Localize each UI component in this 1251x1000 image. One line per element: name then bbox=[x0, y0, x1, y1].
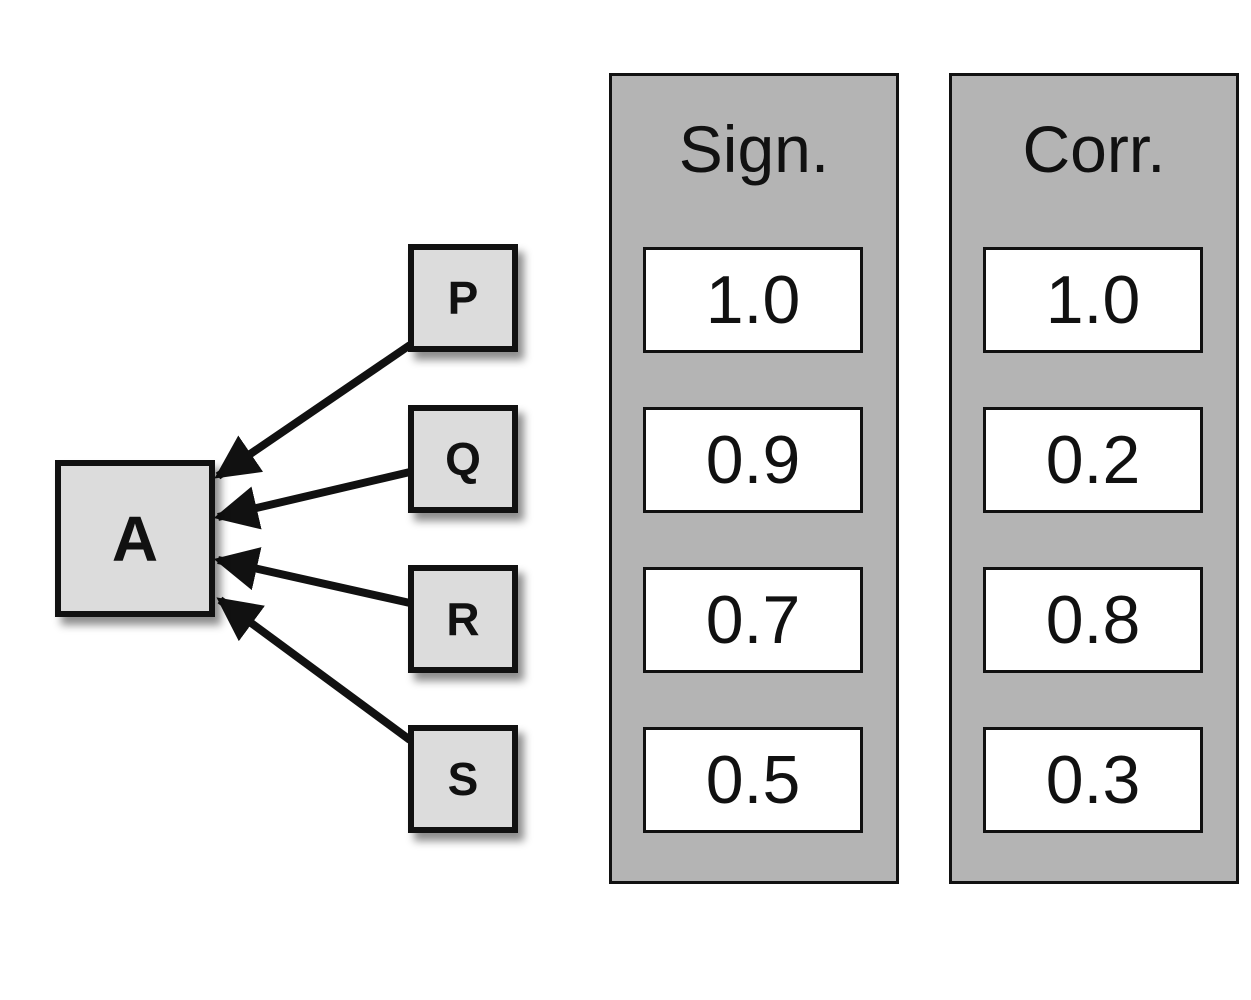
corr-value-r: 0.8 bbox=[983, 567, 1203, 673]
node-r: R bbox=[408, 565, 518, 673]
sign-panel: Sign. 1.0 0.9 0.7 0.5 bbox=[609, 73, 899, 884]
edge-q-to-a bbox=[213, 468, 411, 530]
sign-value-r: 0.7 bbox=[643, 567, 863, 673]
sign-value-p: 1.0 bbox=[643, 247, 863, 353]
sign-value-s: 0.5 bbox=[643, 727, 863, 833]
corr-value-q: 0.2 bbox=[983, 407, 1203, 513]
node-q: Q bbox=[408, 405, 518, 513]
edge-r-to-a bbox=[213, 547, 411, 607]
corr-value-p: 1.0 bbox=[983, 247, 1203, 353]
edge-p-to-a bbox=[214, 341, 413, 480]
node-a: A bbox=[55, 460, 215, 617]
corr-panel: Corr. 1.0 0.2 0.8 0.3 bbox=[949, 73, 1239, 884]
sign-panel-title: Sign. bbox=[678, 112, 830, 186]
node-p: P bbox=[408, 244, 518, 352]
edge-s-to-a bbox=[216, 596, 413, 744]
node-s: S bbox=[408, 725, 518, 833]
sign-value-q: 0.9 bbox=[643, 407, 863, 513]
corr-panel-title: Corr. bbox=[1022, 112, 1166, 186]
corr-value-s: 0.3 bbox=[983, 727, 1203, 833]
